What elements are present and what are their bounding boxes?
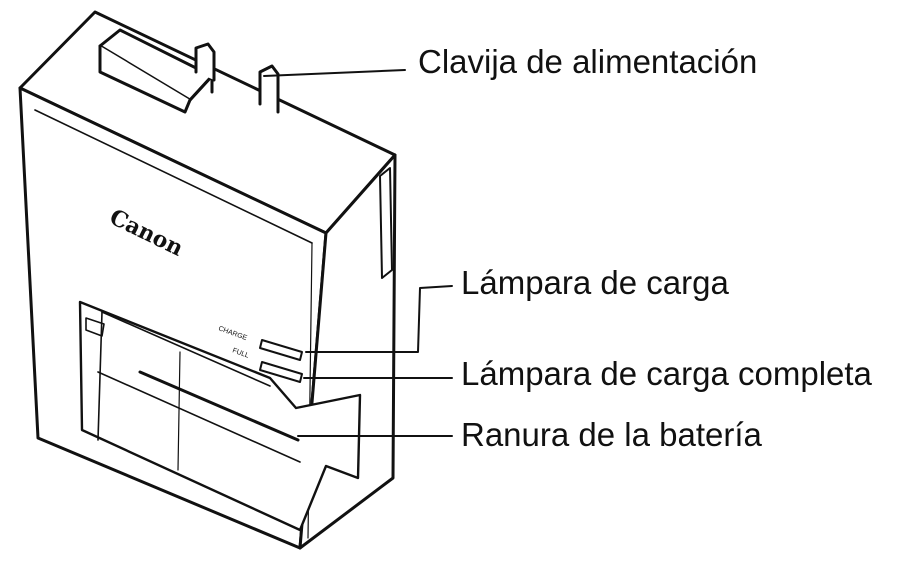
battery-slot [78,300,362,532]
plug-prong-1 [194,42,216,82]
callout-full-charge-lamp: Lámpara de carga completa [461,355,872,392]
battery-slot-inner-wall [177,351,181,471]
callout-power-plug: Clavija de alimentación [418,43,758,80]
battery-terminal [85,317,105,337]
charge-lamp [259,339,303,361]
leader-line-plug [263,69,406,77]
callout-battery-slot: Ranura de la batería [461,416,762,453]
charger-front-edge-line [34,109,313,244]
battery-slot-back [101,311,271,387]
side-ridge [379,167,393,279]
plug-housing-front [98,44,192,114]
plug-prong-2 [258,64,280,114]
full-charge-lamp [259,361,303,383]
battery-slot-floor [97,371,301,463]
leader-line-charge-lamp [305,285,453,353]
battery-slot-contact [138,370,300,442]
battery-slot-wall [97,311,103,441]
callout-charge-lamp: Lámpara de carga [461,264,729,301]
